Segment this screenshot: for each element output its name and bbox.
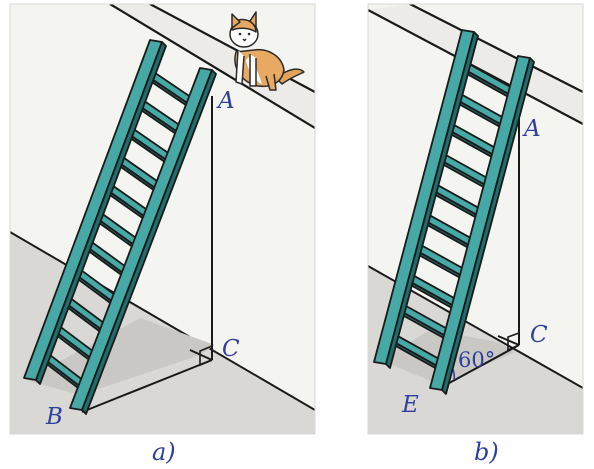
panel-b: A C E 60° [368, 4, 583, 434]
panel-a: A C B [10, 4, 315, 434]
panel-b-frame [367, 3, 584, 435]
label-point-c-b: C [530, 322, 548, 348]
label-point-c: C [222, 336, 240, 362]
caption-b: b) [474, 438, 499, 466]
wall-top-b [368, 4, 583, 124]
segment-ec [439, 344, 520, 389]
right-angle-b [507, 332, 520, 352]
panel-a-frame [9, 3, 316, 435]
label-angle-60: 60° [458, 348, 495, 372]
label-point-a: A [216, 88, 235, 114]
ladder-a [23, 39, 217, 415]
cat-icon [229, 11, 305, 91]
label-point-b: B [45, 404, 63, 430]
segment-bc [81, 359, 213, 413]
ladder-b [373, 29, 535, 395]
label-point-a-b: A [522, 116, 541, 142]
caption-a: a) [152, 438, 176, 466]
label-point-e: E [401, 392, 419, 418]
right-angle-a [199, 345, 213, 367]
